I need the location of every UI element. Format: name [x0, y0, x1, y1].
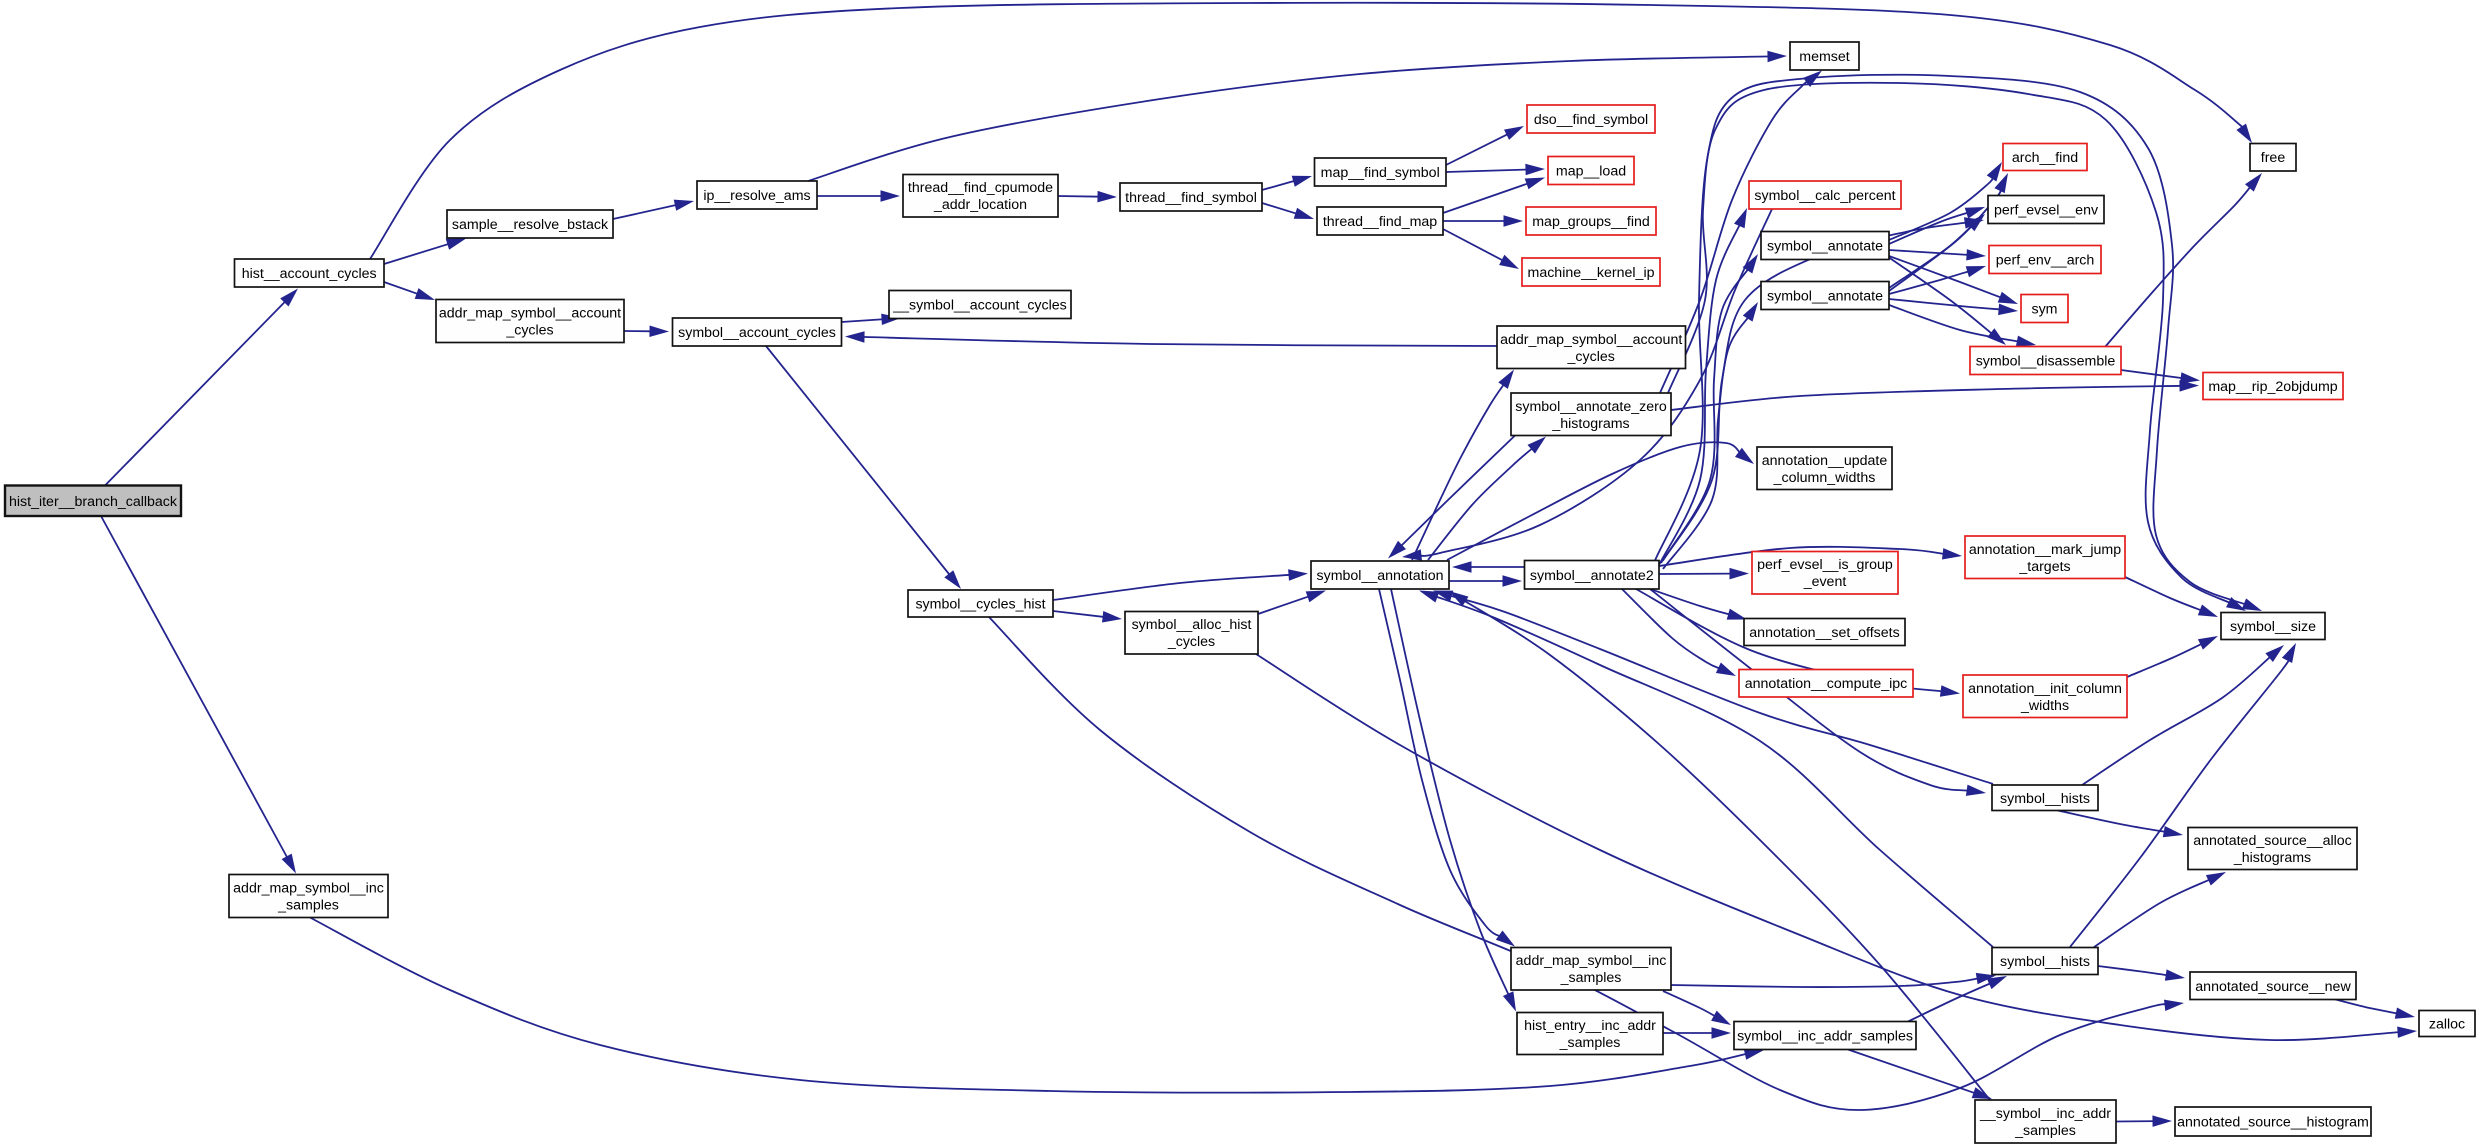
svg-text:perf_evsel__env: perf_evsel__env	[1994, 203, 2099, 219]
svg-text:annotation__update: annotation__update	[1762, 453, 1888, 469]
svg-text:_targets: _targets	[2018, 559, 2070, 575]
svg-text:map__rip_2objdump: map__rip_2objdump	[2208, 379, 2337, 395]
svg-text:arch__find: arch__find	[2012, 150, 2078, 166]
svg-text:symbol__account_cycles: symbol__account_cycles	[678, 325, 836, 341]
svg-text:_event: _event	[1803, 574, 1847, 590]
svg-text:_samples: _samples	[2014, 1123, 2076, 1139]
svg-text:ip__resolve_ams: ip__resolve_ams	[703, 188, 810, 204]
svg-text:addr_map_symbol__inc: addr_map_symbol__inc	[233, 881, 384, 897]
svg-text:sym: sym	[2031, 302, 2057, 318]
svg-text:_histograms: _histograms	[2233, 850, 2311, 866]
svg-text:sample__resolve_bstack: sample__resolve_bstack	[452, 217, 609, 233]
svg-text:thread__find_map: thread__find_map	[1323, 214, 1437, 230]
svg-text:symbol__hists: symbol__hists	[2000, 954, 2090, 970]
svg-text:map_groups__find: map_groups__find	[1532, 214, 1650, 230]
svg-text:_widths: _widths	[2020, 698, 2069, 714]
svg-text:annotation__set_offsets: annotation__set_offsets	[1749, 625, 1899, 641]
svg-text:_samples: _samples	[1560, 970, 1622, 986]
svg-text:dso__find_symbol: dso__find_symbol	[1534, 112, 1648, 128]
svg-text:_column_widths: _column_widths	[1773, 470, 1876, 486]
svg-text:hist_iter__branch_callback: hist_iter__branch_callback	[9, 494, 178, 510]
svg-text:symbol__annotation: symbol__annotation	[1317, 568, 1444, 584]
svg-text:annotated_source__new: annotated_source__new	[2195, 979, 2351, 995]
svg-text:hist_entry__inc_addr: hist_entry__inc_addr	[1524, 1018, 1656, 1034]
svg-text:hist__account_cycles: hist__account_cycles	[242, 266, 377, 282]
svg-text:_samples: _samples	[277, 898, 339, 914]
svg-text:annotation__init_column: annotation__init_column	[1968, 681, 2122, 697]
svg-text:symbol__calc_percent: symbol__calc_percent	[1754, 188, 1895, 204]
svg-text:perf_env__arch: perf_env__arch	[1996, 253, 2095, 269]
svg-text:_samples: _samples	[1559, 1035, 1621, 1051]
svg-text:thread__find_symbol: thread__find_symbol	[1125, 190, 1257, 206]
svg-text:annotated_source__alloc: annotated_source__alloc	[2193, 833, 2352, 849]
svg-text:_cycles: _cycles	[1167, 634, 1215, 650]
svg-text:symbol__annotate: symbol__annotate	[1767, 289, 1883, 305]
svg-text:symbol__annotate: symbol__annotate	[1767, 239, 1883, 255]
svg-text:annotated_source__histogram: annotated_source__histogram	[2177, 1115, 2369, 1131]
svg-text:symbol__annotate2: symbol__annotate2	[1530, 568, 1654, 584]
svg-text:map__find_symbol: map__find_symbol	[1321, 165, 1440, 181]
svg-text:symbol__alloc_hist: symbol__alloc_hist	[1132, 617, 1252, 633]
svg-text:annotation__compute_ipc: annotation__compute_ipc	[1745, 676, 1908, 692]
svg-text:symbol__inc_addr_samples: symbol__inc_addr_samples	[1737, 1029, 1913, 1045]
svg-text:_cycles: _cycles	[505, 323, 553, 339]
svg-text:free: free	[2261, 150, 2286, 166]
svg-text:_cycles: _cycles	[1567, 349, 1615, 365]
svg-text:__symbol__inc_addr: __symbol__inc_addr	[1979, 1106, 2111, 1122]
svg-text:symbol__hists: symbol__hists	[2000, 791, 2090, 807]
svg-text:addr_map_symbol__inc: addr_map_symbol__inc	[1516, 953, 1667, 969]
svg-text:_histograms: _histograms	[1551, 416, 1629, 432]
svg-text:__symbol__account_cycles: __symbol__account_cycles	[892, 298, 1067, 314]
svg-text:addr_map_symbol__account: addr_map_symbol__account	[439, 306, 621, 322]
svg-text:memset: memset	[1799, 49, 1850, 65]
svg-text:perf_evsel__is_group: perf_evsel__is_group	[1757, 557, 1893, 573]
svg-text:thread__find_cpumode: thread__find_cpumode	[908, 180, 1053, 196]
svg-text:machine__kernel_ip: machine__kernel_ip	[1528, 265, 1655, 281]
svg-text:symbol__disassemble: symbol__disassemble	[1976, 354, 2116, 370]
svg-text:annotation__mark_jump: annotation__mark_jump	[1969, 542, 2121, 558]
svg-text:addr_map_symbol__account: addr_map_symbol__account	[1500, 332, 1682, 348]
svg-text:_addr_location: _addr_location	[933, 197, 1027, 213]
svg-text:symbol__size: symbol__size	[2230, 619, 2316, 635]
svg-text:map__load: map__load	[1556, 164, 1626, 180]
svg-text:zalloc: zalloc	[2429, 1017, 2465, 1033]
svg-text:symbol__cycles_hist: symbol__cycles_hist	[915, 597, 1045, 613]
svg-text:symbol__annotate_zero: symbol__annotate_zero	[1515, 399, 1667, 415]
